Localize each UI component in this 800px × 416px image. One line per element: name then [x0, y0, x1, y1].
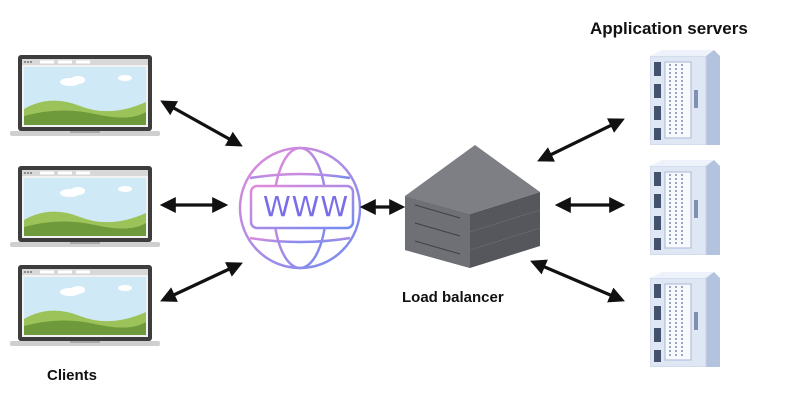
arrow-balancer-server3 [530, 259, 625, 303]
load-balancer-label: Load balancer [402, 289, 504, 306]
globe-www-icon [238, 146, 362, 270]
application-servers-label: Application servers [590, 19, 748, 38]
load-balancer-icon [405, 145, 540, 268]
server-rack-icon-3 [650, 272, 720, 367]
arrow-balancer-server1 [537, 118, 625, 162]
clients-label: Clients [47, 367, 98, 384]
arrow-client3-internet [160, 262, 243, 302]
laptop-icon-2 [10, 166, 160, 247]
www-label: WWW [262, 190, 350, 223]
laptop-icon-3 [10, 265, 160, 346]
arrow-client1-internet [160, 100, 243, 147]
server-rack-icon-1 [650, 50, 720, 145]
server-rack-icon-2 [650, 160, 720, 255]
laptop-icon-1 [10, 55, 160, 136]
